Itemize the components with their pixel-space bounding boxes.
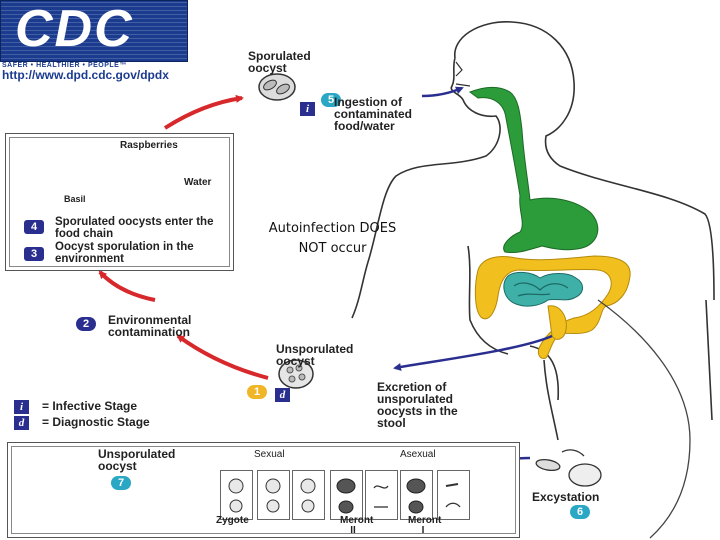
human-body-outline bbox=[351, 21, 715, 441]
sexual-label: Sexual bbox=[254, 449, 285, 460]
arrow-4-to-5 bbox=[163, 94, 244, 130]
meront-ii-label: Meront II bbox=[340, 515, 374, 536]
stage-4-text: Sporulated oocysts enter the food chain bbox=[55, 216, 214, 240]
arrow-5-to-mouth bbox=[421, 86, 464, 98]
stage-6-badge: 6 bbox=[570, 505, 590, 519]
human-face-detail bbox=[455, 61, 471, 87]
legend-diagnostic-text: = Diagnostic Stage bbox=[42, 415, 150, 429]
sporulated-oocyst-drawing bbox=[258, 73, 296, 101]
unsporulated-oocyst-drawing bbox=[278, 359, 314, 389]
colon bbox=[474, 255, 631, 359]
basil-label: Basil bbox=[64, 194, 86, 204]
excretion-arrow bbox=[597, 299, 691, 539]
meront-i-label: Meront I bbox=[408, 515, 442, 536]
legend-infective-icon: i bbox=[14, 400, 29, 414]
stage-5-text: Ingestion of contaminated food/water bbox=[334, 95, 413, 133]
legend-diagnostic-icon: d bbox=[14, 416, 29, 430]
legend-infective-text: = Infective Stage bbox=[42, 399, 138, 413]
stage-2-badge: 2 bbox=[76, 317, 96, 331]
stage-2-text: Environmental contamination bbox=[108, 313, 192, 339]
rectum bbox=[547, 305, 567, 340]
stage-1-title: Unsporulated oocyst bbox=[276, 342, 354, 368]
cdc-logo: CDC bbox=[0, 0, 188, 62]
stage-5-title: Sporulated oocyst bbox=[248, 49, 311, 75]
cdc-url: http://www.dpd.cdc.gov/dpdx bbox=[2, 68, 169, 82]
diagnostic-marker-1: d bbox=[275, 388, 290, 402]
autoinfection-line-2: NOT occur bbox=[298, 241, 367, 257]
raspberries-label: Raspberries bbox=[120, 140, 178, 151]
development-box-inner bbox=[11, 446, 516, 534]
arrow-2-to-4 bbox=[98, 270, 156, 302]
stage-1-badge: 1 bbox=[247, 385, 267, 399]
development-cell-drawings bbox=[228, 478, 461, 514]
small-intestine bbox=[503, 271, 583, 307]
infective-marker-5: i bbox=[300, 102, 315, 116]
asexual-label: Asexual bbox=[400, 449, 436, 460]
water-label: Water bbox=[184, 177, 212, 188]
cdc-logo-text: CDC bbox=[15, 0, 134, 58]
stage-7-text: Unsporulated oocyst bbox=[98, 447, 176, 473]
stage-1-text: Excretion of unsporulated oocysts in the… bbox=[377, 380, 458, 430]
stage-5-badge: 5 bbox=[321, 93, 341, 107]
autoinfection-note: Autoinfection DOES NOT occur bbox=[250, 219, 415, 259]
zygote-label: Zygote bbox=[216, 515, 249, 526]
autoinfection-line-1: Autoinfection DOES bbox=[268, 221, 397, 236]
cdc-tagline: SAFER • HEALTHIER • PEOPLE™ bbox=[2, 62, 127, 69]
stage-7-badge: 7 bbox=[111, 476, 131, 490]
development-cell-7 bbox=[437, 470, 470, 520]
environment-box-inner bbox=[9, 137, 230, 267]
stage-3-badge: 3 bbox=[24, 247, 44, 261]
esophagus-stomach bbox=[468, 87, 599, 253]
development-cell-3 bbox=[292, 470, 325, 520]
excretion-arrow-to-oocyst bbox=[393, 334, 553, 371]
stage-3-text: Oocyst sporulation in the environment bbox=[55, 241, 194, 265]
excystation-drawing bbox=[535, 449, 602, 487]
stage-6-text: Excystation bbox=[532, 490, 600, 504]
stage-4-badge: 4 bbox=[24, 220, 44, 234]
development-cell-5 bbox=[365, 470, 398, 520]
arrow-1-to-2 bbox=[176, 334, 269, 380]
